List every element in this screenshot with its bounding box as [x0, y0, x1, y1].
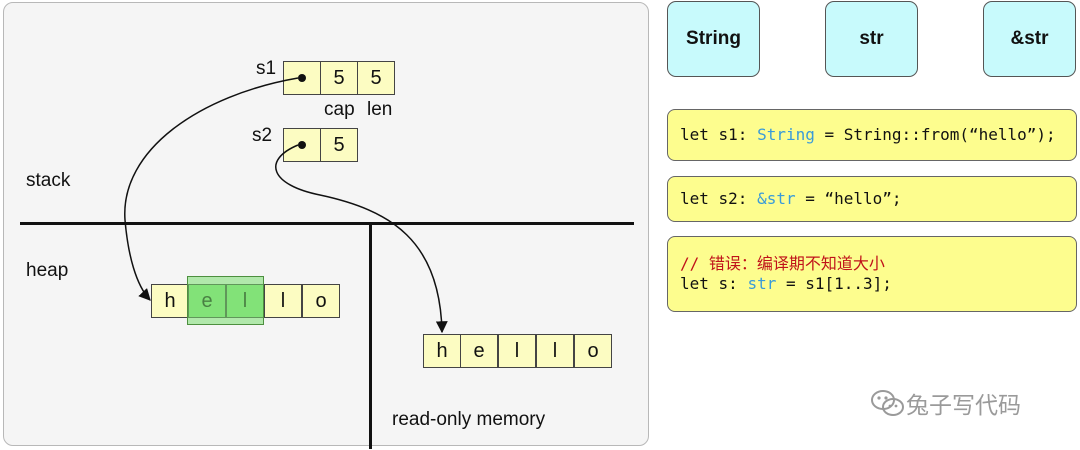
stack-label: stack [26, 170, 71, 191]
type-keyword: &str [757, 189, 796, 208]
type-box-str: str [825, 1, 918, 77]
code-line-s2: let s2: &str = “hello”; [680, 189, 902, 208]
s2-pointer-dot [298, 141, 306, 149]
heap-label: heap [26, 260, 69, 281]
s2-len-cell: 5 [320, 128, 358, 162]
slice-highlight-box [187, 276, 264, 325]
code-line-s1: let s1: String = String::from(“hello”); [680, 125, 1056, 144]
readonly-memory-label: read-only memory [392, 409, 546, 430]
s2-label: s2 [252, 125, 273, 146]
s1-len-cell: 5 [357, 61, 395, 95]
type-keyword: String [757, 125, 815, 144]
type-box-string: String [667, 1, 760, 77]
heap-char-cell: l [264, 284, 302, 318]
wechat-icon [871, 390, 904, 416]
cap-label: cap [324, 99, 355, 120]
watermark: 兔子写代码 [870, 386, 1021, 420]
type-box-ref-str: &str [983, 1, 1076, 77]
s1-label: s1 [256, 58, 277, 79]
len-label: len [367, 99, 393, 120]
code-box-string: let s1: String = String::from(“hello”); [667, 109, 1077, 161]
code-comment: // 错误：编译期不知道大小 [680, 254, 885, 273]
heap-readonly-divider [369, 223, 372, 449]
code-line-s: let s: str = s1[1..3]; [680, 274, 892, 293]
readonly-char-cell: l [536, 334, 574, 368]
s1-pointer-cell [283, 61, 321, 95]
code-box-str-error: // 错误：编译期不知道大小 let s: str = s1[1..3]; [667, 236, 1077, 312]
stack-heap-divider [20, 222, 634, 225]
readonly-char-cell: e [460, 334, 498, 368]
heap-char-cell: o [302, 284, 340, 318]
watermark-text: 兔子写代码 [906, 392, 1021, 418]
readonly-char-cell: o [574, 334, 612, 368]
s2-readonly-arrow [275, 144, 448, 334]
s1-cap-cell: 5 [320, 61, 358, 95]
code-box-ref-str: let s2: &str = “hello”; [667, 176, 1077, 222]
readonly-char-cell: l [498, 334, 536, 368]
s1-pointer-dot [298, 74, 306, 82]
s2-pointer-cell [283, 128, 321, 162]
heap-char-cell: h [151, 284, 189, 318]
s1-heap-arrow [124, 77, 299, 301]
type-keyword: str [747, 274, 777, 293]
